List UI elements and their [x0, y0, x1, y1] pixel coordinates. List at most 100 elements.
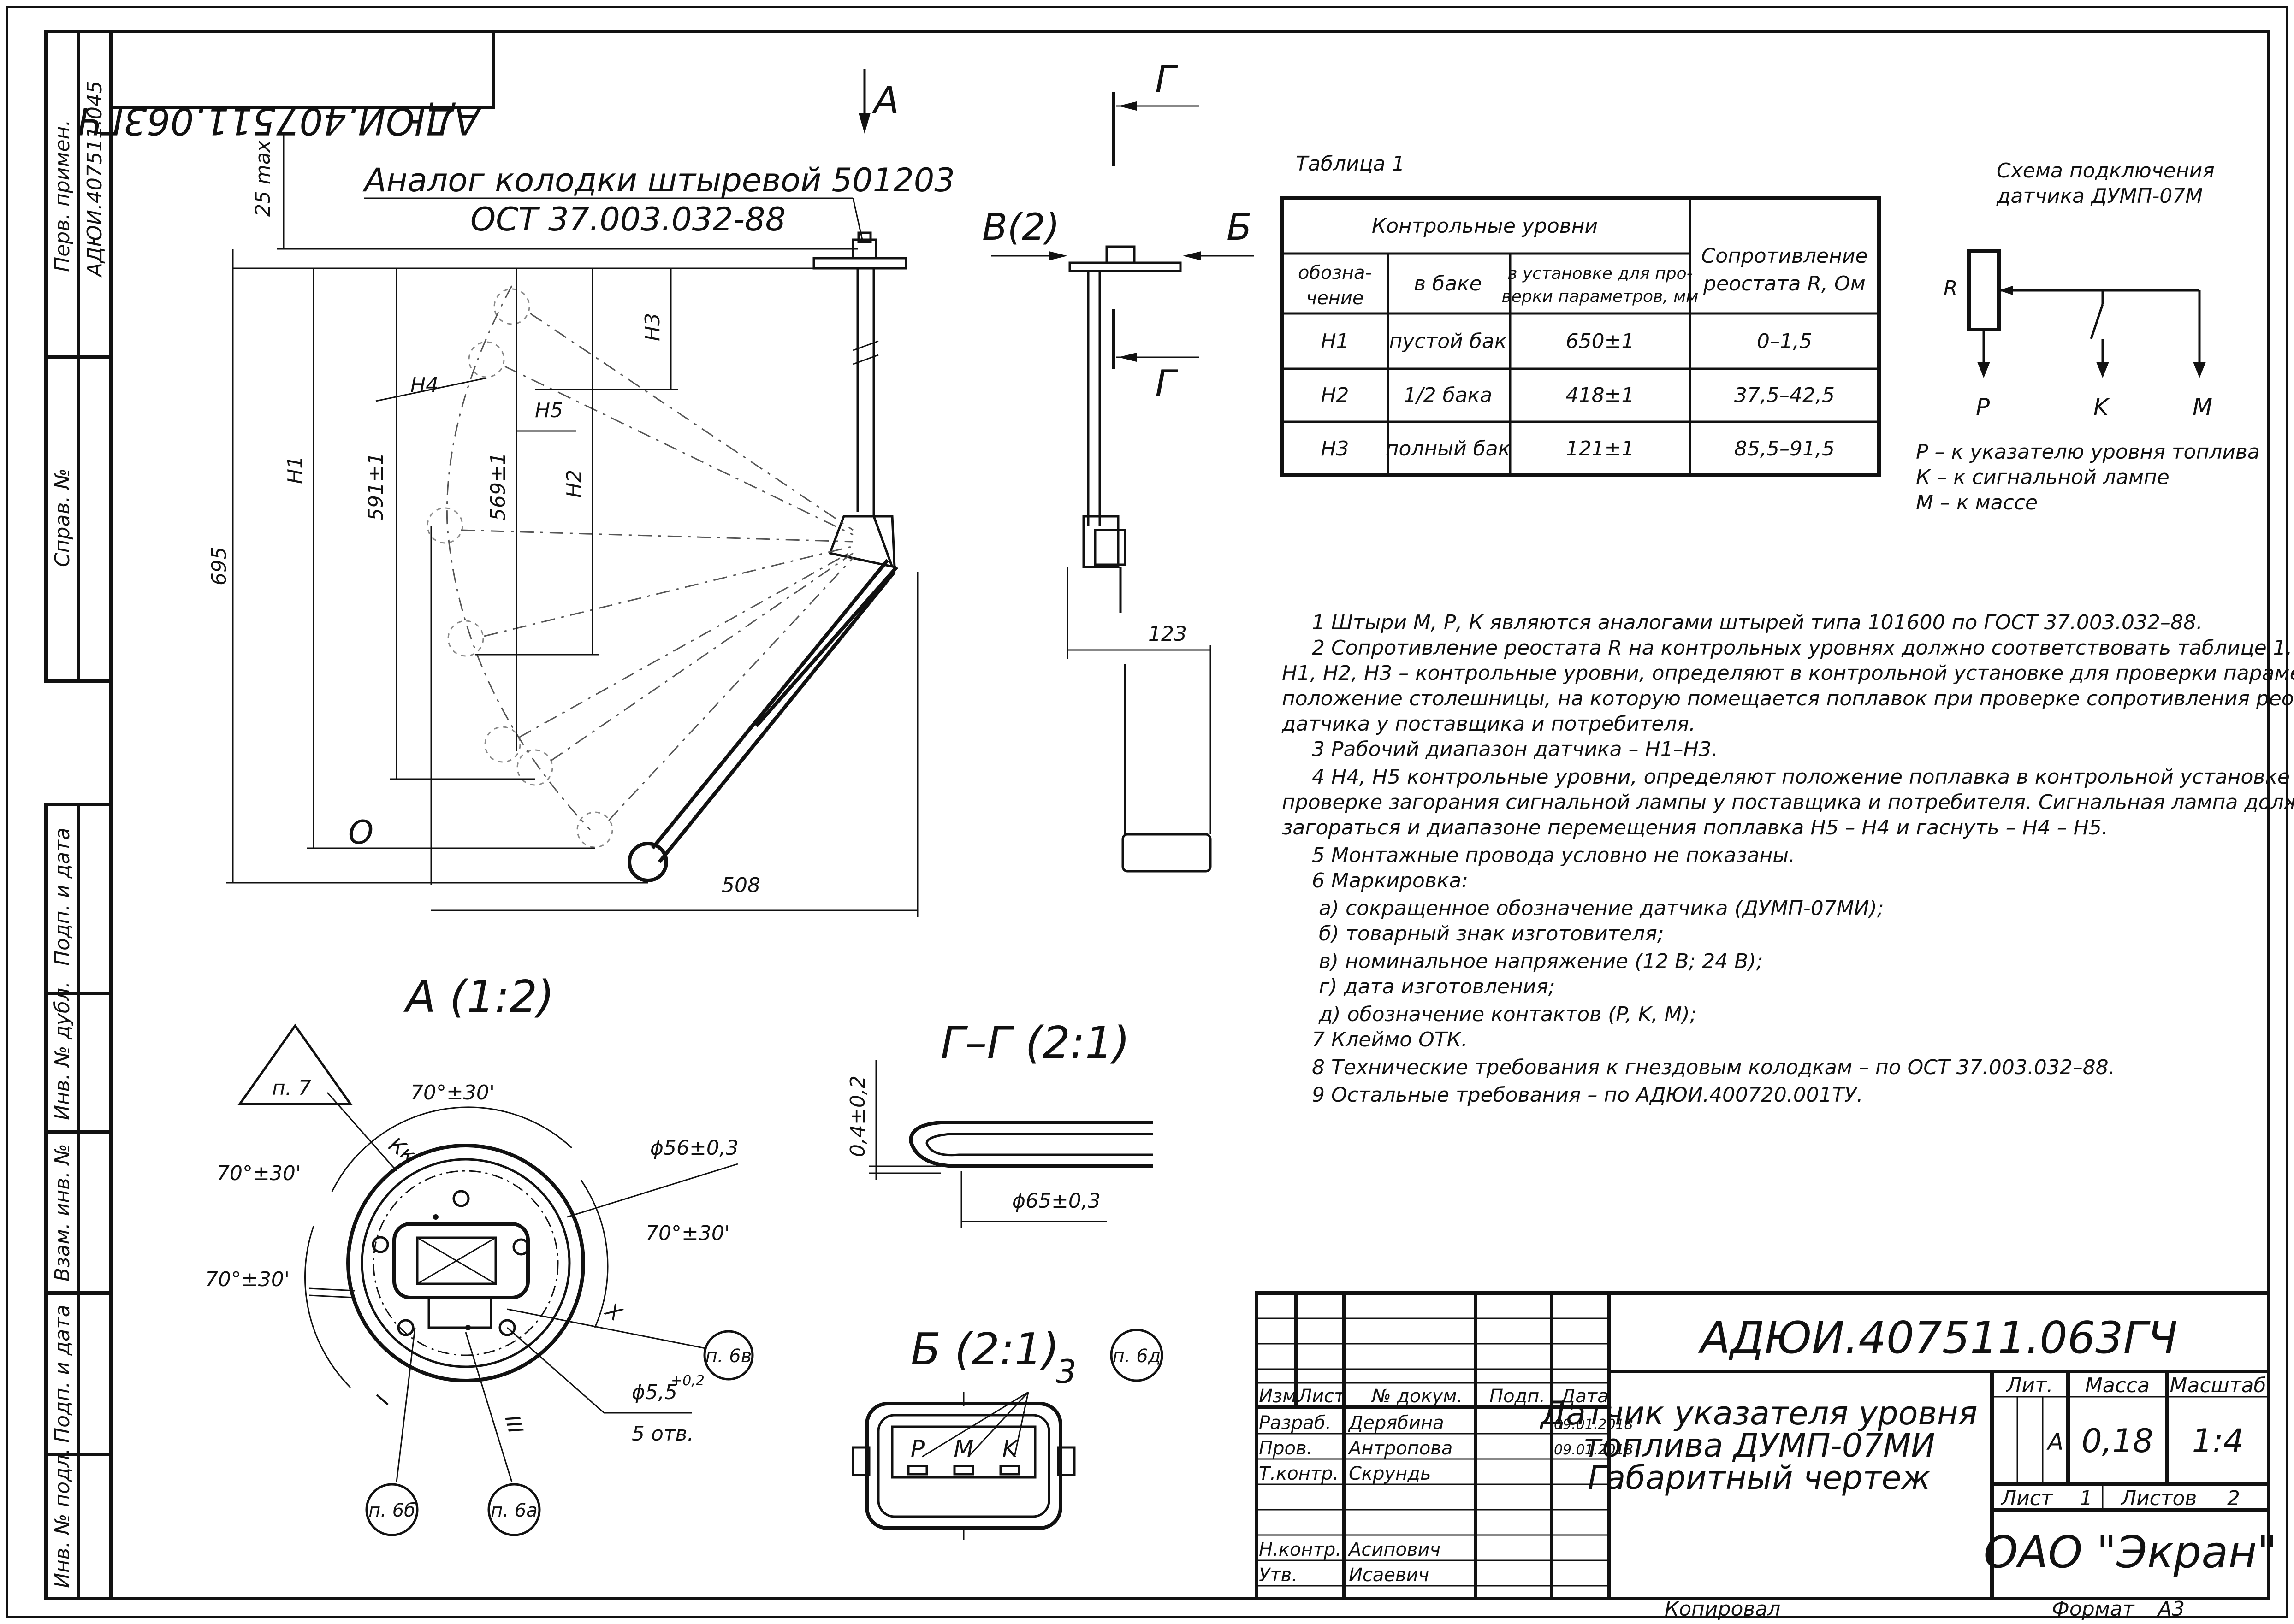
tb-organization: ОАО "Экран": [1984, 1527, 2277, 1578]
schema-K: K: [2093, 394, 2110, 420]
note-line-17: 7 Клеймо ОТК.: [1312, 1028, 1468, 1051]
angle-left-2: 70°±30': [205, 1268, 290, 1291]
inv-dubl-label: Инв. № дубл.: [51, 981, 74, 1120]
table1-row2-des: H2: [1321, 384, 1349, 407]
side-view-label: В(2): [982, 206, 1060, 248]
table1-row3-install: 121±1: [1566, 437, 1635, 461]
table1-caption: Таблица 1: [1296, 152, 1405, 176]
dim-123: 123: [1148, 622, 1187, 646]
note-line-18: 8 Технические требования к гнездовым кол…: [1312, 1056, 2115, 1079]
triangle-note: п. 7: [272, 1076, 311, 1100]
view-B-label: Б (2:1): [911, 1324, 1059, 1375]
dim-zero: О: [348, 814, 373, 851]
note-line-14: в) номинальное напряжение (12 В; 24 В);: [1319, 950, 1763, 973]
hole-tolerance: +0,2: [671, 1373, 705, 1389]
table1-col-des-1: обозна-: [1298, 262, 1372, 283]
tb-sheets-value: 2: [2227, 1487, 2240, 1510]
table1-row3-tank: полный бак: [1386, 437, 1511, 461]
view-GG: Г–Г (2:1) 0,4±0,2 ϕ65±0,3: [846, 1018, 1153, 1228]
format-value: А3: [2157, 1597, 2185, 1621]
note-line-12: а) сокращенное обозначение датчика (ДУМП…: [1319, 897, 1884, 920]
tb-scale-label: Масштаб: [2170, 1374, 2266, 1397]
sprav-label: Справ. №: [51, 468, 74, 567]
note-line-3: H1, H2, H3 – контрольные уровни, определ…: [1282, 661, 2294, 685]
note-line-15: г) дата изготовления;: [1319, 975, 1555, 998]
view-B: Б (2:1) P M K 3 п. 6д: [852, 1324, 1163, 1540]
tb-name-3: Скрундь: [1349, 1463, 1431, 1484]
table1-row1-tank: пустой бак: [1389, 330, 1507, 353]
dim-65: ϕ65±0,3: [1012, 1189, 1101, 1213]
note-line-11: 6 Маркировка:: [1312, 869, 1468, 892]
schema-P: P: [1976, 394, 1990, 420]
perv-primen-value: АДЮИ.407511.045: [83, 81, 107, 278]
tb-lit-label: Лит.: [2005, 1374, 2053, 1397]
tb-header-doc: № докум.: [1371, 1386, 1463, 1407]
technical-notes: 1 Штыри М, Р, К являются аналогами штыре…: [1281, 611, 2294, 1107]
copied-label: Копировал: [1665, 1597, 1780, 1621]
table-1: Таблица 1 Контрольные уровни обозна- чен…: [1280, 152, 1881, 477]
dim-569: 569±1: [486, 452, 510, 521]
connector-note-2: ОСТ 37.003.032-88: [470, 201, 786, 238]
tb-role-4: Н.контр.: [1259, 1539, 1341, 1560]
tb-name-2: Антропова: [1347, 1438, 1452, 1459]
schema-title-1: Схема подключения: [1997, 159, 2215, 183]
note-line-5: датчика у поставщика и потребителя.: [1281, 712, 1695, 736]
table1-row3-resist: 85,5–91,5: [1734, 437, 1835, 461]
note-6d: п. 6д: [1113, 1346, 1161, 1367]
inv-podl-label: Инв. № подл.: [51, 1448, 74, 1588]
title-block: Изм. Лист № докум. Подп. Дата Разраб. Де…: [1255, 1291, 2277, 1621]
table1-row3-des: H3: [1321, 437, 1349, 461]
tb-date-1: 09.01.2018: [1554, 1417, 1633, 1433]
tb-header-podp: Подп.: [1489, 1386, 1545, 1407]
note-line-13: б) товарный знак изготовителя;: [1319, 922, 1664, 945]
tb-lit-value: А: [2046, 1429, 2063, 1455]
outer-trim-frame: [6, 6, 2288, 1618]
angle-right: 70°±30': [646, 1222, 730, 1245]
dim-H4: H4: [410, 373, 439, 397]
pin-P: P: [911, 1435, 925, 1462]
tb-role-3: Т.контр.: [1259, 1463, 1339, 1484]
dim-H2: H2: [563, 470, 586, 498]
angle-left: 70°±30': [217, 1162, 301, 1185]
tb-mass-label: Масса: [2085, 1374, 2150, 1397]
perv-primen-label: Перв. примен.: [51, 120, 74, 272]
tb-name-1: Дерябина: [1348, 1412, 1444, 1434]
tb-header-date: Дата: [1560, 1386, 1609, 1407]
pin-M: M: [954, 1435, 973, 1462]
dim-25max: 25 max: [251, 140, 275, 217]
connection-schema: Схема подключения датчика ДУМП-07М R P K…: [1916, 159, 2260, 514]
tb-role-2: Пров.: [1259, 1438, 1312, 1459]
tb-date-2: 09.01.2018: [1554, 1442, 1633, 1458]
tb-role-1: Разраб.: [1259, 1412, 1331, 1434]
schema-title-2: датчика ДУМП-07М: [1996, 184, 2203, 208]
tb-scale-value: 1:4: [2192, 1422, 2244, 1460]
dim-591: 591±1: [364, 452, 388, 521]
note-line-19: 9 Остальные требования – по АДЮИ.400720.…: [1312, 1083, 1863, 1107]
tb-header-list: Лист: [1297, 1386, 1346, 1407]
tb-title-2: топлива ДУМП-07МИ: [1583, 1427, 1935, 1465]
connector-note-1: Аналог колодки штыревой 501203: [362, 161, 955, 199]
main-view: 25 max 695 H1 О 591±1 H4 H5 569±1 H2 H3: [207, 69, 955, 917]
table1-group-header: Контрольные уровни: [1372, 214, 1598, 238]
note-line-8: проверке загорания сигнальной лампы у по…: [1282, 791, 2294, 814]
tb-title-1: Датчик указателя уровня: [1539, 1394, 1977, 1432]
format-label: Формат: [2052, 1597, 2135, 1621]
note-line-1: 1 Штыри М, Р, К являются аналогами штыре…: [1312, 611, 2203, 634]
table1-row2-tank: 1/2 бака: [1404, 384, 1492, 407]
dia-56: ϕ56±0,3: [650, 1136, 739, 1160]
view-A-label: А (1:2): [403, 972, 554, 1022]
schema-legend-3: М – к массе: [1916, 491, 2038, 514]
arrow-A-label: А: [871, 79, 899, 122]
table1-row2-install: 418±1: [1566, 384, 1635, 407]
tb-designation: АДЮИ.407511.063ГЧ: [1697, 1313, 2177, 1364]
tb-role-5: Утв.: [1259, 1565, 1298, 1586]
tb-name-4: Асипович: [1347, 1539, 1440, 1560]
schema-R: R: [1944, 277, 1958, 300]
vzam-inv-label: Взам. инв. №: [51, 1144, 74, 1281]
note-line-9: загораться и диапазоне перемещения попла…: [1282, 816, 2108, 839]
view-B-num-3: 3: [1056, 1353, 1077, 1391]
schema-legend-2: К – к сигнальной лампе: [1916, 466, 2170, 489]
view-A: А (1:2) п. 7 70°±30' 70°±30' 70°±30' 70°…: [205, 972, 754, 1536]
table1-row1-install: 650±1: [1566, 330, 1635, 353]
arrow-G2-label: Г: [1155, 362, 1178, 405]
